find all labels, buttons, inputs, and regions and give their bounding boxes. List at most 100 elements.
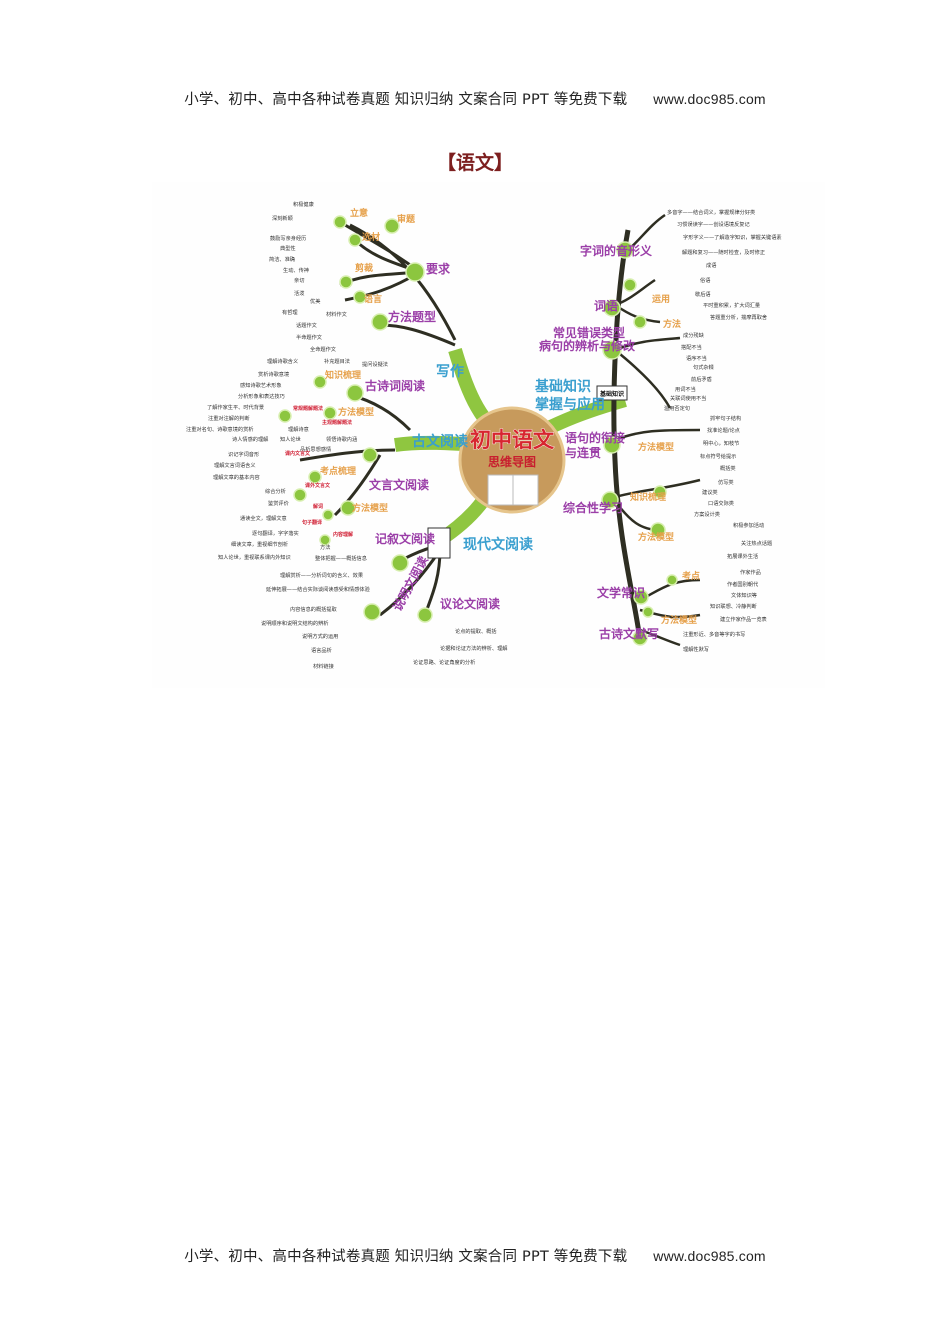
leaf-label: 识记字词音形 — [228, 450, 260, 458]
leaf-label: 口语交际类 — [708, 499, 734, 507]
leaf-label: 找准论题/论点 — [707, 426, 740, 434]
leaf-label: 知人论世，重视联系课内外知识 — [218, 553, 291, 561]
branch-label: 方法 — [663, 318, 681, 330]
node-dot — [603, 436, 621, 454]
leaf-label: 通读全文，理解文意 — [240, 514, 287, 522]
leaf-label: 关注热点话题 — [741, 539, 772, 547]
branch-label: 考点梳理 — [320, 465, 356, 477]
leaf-label: 注重对注解的判断 — [208, 414, 250, 422]
branch-label: 方法模型 — [638, 531, 674, 543]
leaf-label: 抓牢句子结构 — [710, 414, 741, 422]
node-dot — [632, 630, 648, 646]
leaf-label: 话题作文 — [296, 321, 318, 329]
leaf-label: 材料链接 — [313, 662, 334, 670]
node-dot — [371, 313, 389, 331]
node-dot — [623, 278, 637, 292]
mind-map-labels: 立意审题选材剪裁语言要求方法题型写作积极健康深刻新颖鼓励写亲身经历典型性简洁、准… — [186, 200, 782, 670]
footer-url[interactable]: www.doc985.com — [653, 1248, 766, 1264]
node-dot — [603, 299, 621, 317]
leaf-label: 理解诗意 — [288, 425, 309, 433]
leaf-label: 诗人情感的理解 — [232, 435, 268, 443]
leaf-label: 优美 — [310, 297, 320, 305]
branch-label: 病句的辨析与修改 — [539, 338, 636, 353]
leaf-label: 深刻新颖 — [272, 214, 293, 222]
tag-label: 课内文言文 — [285, 450, 311, 457]
leaf-label: 说明方式的运用 — [302, 632, 338, 640]
leaf-label: 鼓励写亲身经历 — [270, 234, 306, 242]
branch-label: 古文阅读 — [412, 433, 468, 450]
branch-label: 与连贯 — [565, 445, 601, 460]
branch-label: 文学常识 — [597, 585, 645, 600]
node-dot — [391, 554, 409, 572]
branch-label: 考点 — [682, 570, 700, 582]
leaf-label: 材料作文 — [326, 310, 348, 318]
badge-box — [596, 385, 628, 401]
node-dot — [319, 534, 331, 546]
node-dot — [602, 340, 622, 360]
node-dot — [384, 218, 400, 234]
leaf-label: 论点的提取、概括 — [455, 627, 497, 635]
leaf-label: 感知诗歌艺术形象 — [240, 381, 282, 389]
tag-label: 内容理解 — [333, 531, 353, 538]
footer-text: 小学、初中、高中各种试卷真题 知识归纳 文案合同 PPT 等免费下载 — [184, 1249, 628, 1265]
leaf-label: 理解文言词语含义 — [214, 461, 256, 469]
leaf-label: 成分残缺 — [683, 331, 705, 339]
illustration-card — [427, 527, 451, 559]
leaf-label: 延伸拓展——结合实际谈阅读感受和情感体验 — [266, 585, 371, 593]
node-dot — [353, 290, 367, 304]
branch-label: 立意 — [350, 207, 368, 219]
node-dot — [339, 275, 353, 289]
leaf-label: 关联词使用不当 — [670, 394, 706, 402]
leaf-label: 习惯误读字——创设语境反复记 — [677, 220, 750, 228]
node-dot — [362, 447, 378, 463]
leaf-label: 标点符号给提示 — [700, 452, 736, 460]
header-text: 小学、初中、高中各种试卷真题 知识归纳 文案合同 PPT 等免费下载 — [184, 92, 628, 108]
tag-label: 课外文言文 — [305, 482, 331, 489]
branch-label: 方法模型 — [661, 614, 697, 626]
node-dot — [308, 470, 322, 484]
leaf-label: 句式杂糅 — [693, 363, 715, 371]
leaf-label: 方案设计类 — [694, 510, 720, 518]
leaf-label: 语言品析 — [311, 646, 332, 654]
mind-map-nodes — [278, 215, 678, 646]
leaf-label: 解题和复习——随时检查，及时修正 — [682, 248, 765, 256]
branch-label: 要求 — [426, 261, 451, 276]
branch-label: 古诗词阅读 — [365, 378, 425, 393]
leaf-label: 平时重积累，扩大词汇量 — [703, 301, 760, 309]
leaf-label: 知人论世 — [280, 435, 301, 443]
node-dot — [333, 215, 347, 229]
node-dot — [666, 574, 678, 586]
branch-label: 剪裁 — [355, 262, 373, 274]
tag-label: 常规题解题法 — [293, 405, 323, 412]
branch-label: 写作 — [436, 363, 464, 380]
leaf-label: 生动、传神 — [283, 266, 309, 274]
branch-label: 字词的音形义 — [580, 243, 653, 258]
branch-label: 方法模型 — [638, 441, 674, 453]
leaf-label: 仿写类 — [718, 478, 734, 486]
leaf-label: 文体知识等 — [731, 591, 757, 599]
node-dot — [650, 522, 666, 538]
header-url[interactable]: www.doc985.com — [653, 91, 766, 107]
branch-label: 基础知识 — [535, 378, 591, 395]
leaf-label: 理解诗歌含义 — [267, 357, 298, 365]
leaf-label: 拓展课外生活 — [727, 552, 758, 560]
node-dot — [616, 241, 634, 259]
branch-label: 运用 — [652, 294, 670, 305]
node-dot — [278, 409, 292, 423]
leaf-label: 注重形近、多音等字的书写 — [683, 630, 745, 638]
node-dot — [363, 603, 381, 621]
leaf-label: 语序不当 — [686, 354, 707, 362]
leaf-label: 明中心，知枝节 — [703, 439, 739, 447]
branch-label: 掌握与应用 — [535, 396, 605, 413]
leaf-label: 多音字——结合词义，掌握规律分好类 — [667, 208, 755, 216]
node-dot — [340, 500, 356, 516]
node-dot — [417, 607, 433, 623]
leaf-label: 理解赏析——分析词句的含义、效果 — [280, 571, 363, 579]
leaf-label: 作家作品 — [740, 568, 761, 576]
branch-label: 综合性学习 — [563, 500, 623, 515]
branch-label: 议论文阅读 — [440, 596, 500, 611]
leaf-label: 论据和论证方法的辨析、理解 — [440, 644, 507, 652]
leaf-label: 综合分析 — [265, 487, 286, 495]
page-header: 小学、初中、高中各种试卷真题 知识归纳 文案合同 PPT 等免费下载 www.do… — [0, 88, 950, 109]
